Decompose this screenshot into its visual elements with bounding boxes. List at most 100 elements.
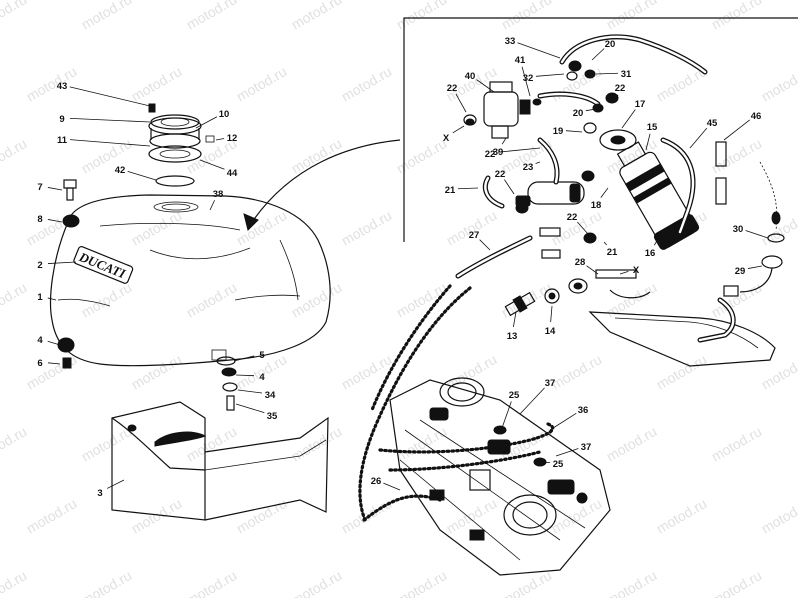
watermark-text: motod.ru [499,0,555,33]
leader-line [209,200,215,211]
watermark-text: motod.ru [184,423,240,464]
leader-line [452,125,465,134]
inset-frame [403,17,798,242]
part-label: 25 [553,459,564,470]
leader-line [497,147,541,153]
part-label: 29 [735,266,746,277]
watermark-text: motod.ru [79,0,135,33]
watermark-text: motod.ru [129,207,185,248]
watermark-text: motod.ru [184,567,240,598]
watermark-text: motod.ru [549,351,605,392]
leader-line [235,403,265,414]
leader-line [476,79,495,93]
leader-line [479,239,491,251]
part-label: 44 [227,168,238,179]
part-label: 46 [751,111,762,122]
watermark-text: motod.ru [339,207,395,248]
watermark-text: motod.ru [604,423,660,464]
part-label: 34 [265,390,276,401]
part-label: 4 [259,372,265,383]
leader-line [535,161,541,164]
part-label: 36 [578,405,589,416]
watermark-text: motod.ru [0,423,29,464]
part-label: 22 [567,212,578,223]
part-label: 17 [635,99,646,110]
leader-line [585,107,603,112]
leader-line [621,109,636,129]
watermark-text: motod.ru [184,279,240,320]
leader-line [127,170,157,181]
watermark-text: motod.ru [289,0,345,33]
watermark-text: motod.ru [0,279,29,320]
watermark-text: motod.ru [654,351,710,392]
watermark-text: motod.ru [394,0,450,33]
part-label: 30 [733,224,744,235]
watermark-text: motod.ru [339,63,395,104]
watermark-text: motod.ru [234,63,290,104]
part-label: 39 [493,147,504,158]
mount-hardware-icon [216,356,238,411]
fuel-level-sensor-icon [715,141,785,297]
part-label: 21 [445,185,456,196]
leader-line [501,137,507,145]
carburetor-icon [389,377,611,576]
leader-line [237,389,263,394]
part-label: 16 [645,248,656,259]
part-label: 26 [371,476,382,487]
part-label: 40 [465,71,476,82]
watermark-text: motod.ru [394,423,450,464]
leader-line [517,42,561,59]
leader-line [615,94,619,103]
part-label: 45 [707,118,718,129]
part-label: 1 [37,292,43,303]
part-label: 12 [227,133,238,144]
part-label: 25 [509,390,520,401]
leader-line [619,271,629,275]
leader-line [586,265,599,275]
part-label: 27 [469,230,480,241]
leader-line [521,66,531,97]
leader-line [455,93,467,113]
part-label: 2 [37,260,42,271]
leader-line [645,133,651,151]
watermark-text: motod.ru [289,423,345,464]
watermark-text: motod.ru [79,567,135,598]
leader-line [69,86,151,107]
leader-line [537,461,551,463]
watermark-text: motod.ru [709,423,765,464]
part-label: 33 [505,36,516,47]
watermark-text: motod.ru [24,351,80,392]
part-label: 4 [37,335,43,346]
part-label: 5 [259,350,265,361]
part-label: 38 [213,189,224,200]
arrow-connector-icon [243,139,401,231]
part-label: 28 [575,257,586,268]
part-label: 3 [97,488,102,499]
part-label: 41 [515,55,526,66]
watermark-text: motod.ru [0,567,29,598]
part-label: 8 [37,214,42,225]
part-label: X [633,265,640,276]
leader-line [199,159,225,170]
watermark-text: motod.ru [604,0,660,33]
leader-line [215,138,225,141]
watermark-text: motod.ru [129,351,185,392]
part-label: 15 [647,122,658,133]
leader-line [383,482,401,491]
part-label: 32 [523,73,534,84]
part-label: 22 [485,149,496,160]
leader-line [106,479,125,489]
hose-clamp-icon [465,60,619,244]
watermark-text: motod.ru [289,567,345,598]
leader-line [512,311,517,328]
leader-line [689,127,708,149]
watermark-text: motod.ru [0,0,29,33]
leader-line [591,48,605,61]
part-label: 6 [37,358,42,369]
leader-line [565,130,583,133]
leader-line [47,297,57,301]
leader-line [504,179,515,195]
watermark-text: motod.ru [759,495,798,536]
